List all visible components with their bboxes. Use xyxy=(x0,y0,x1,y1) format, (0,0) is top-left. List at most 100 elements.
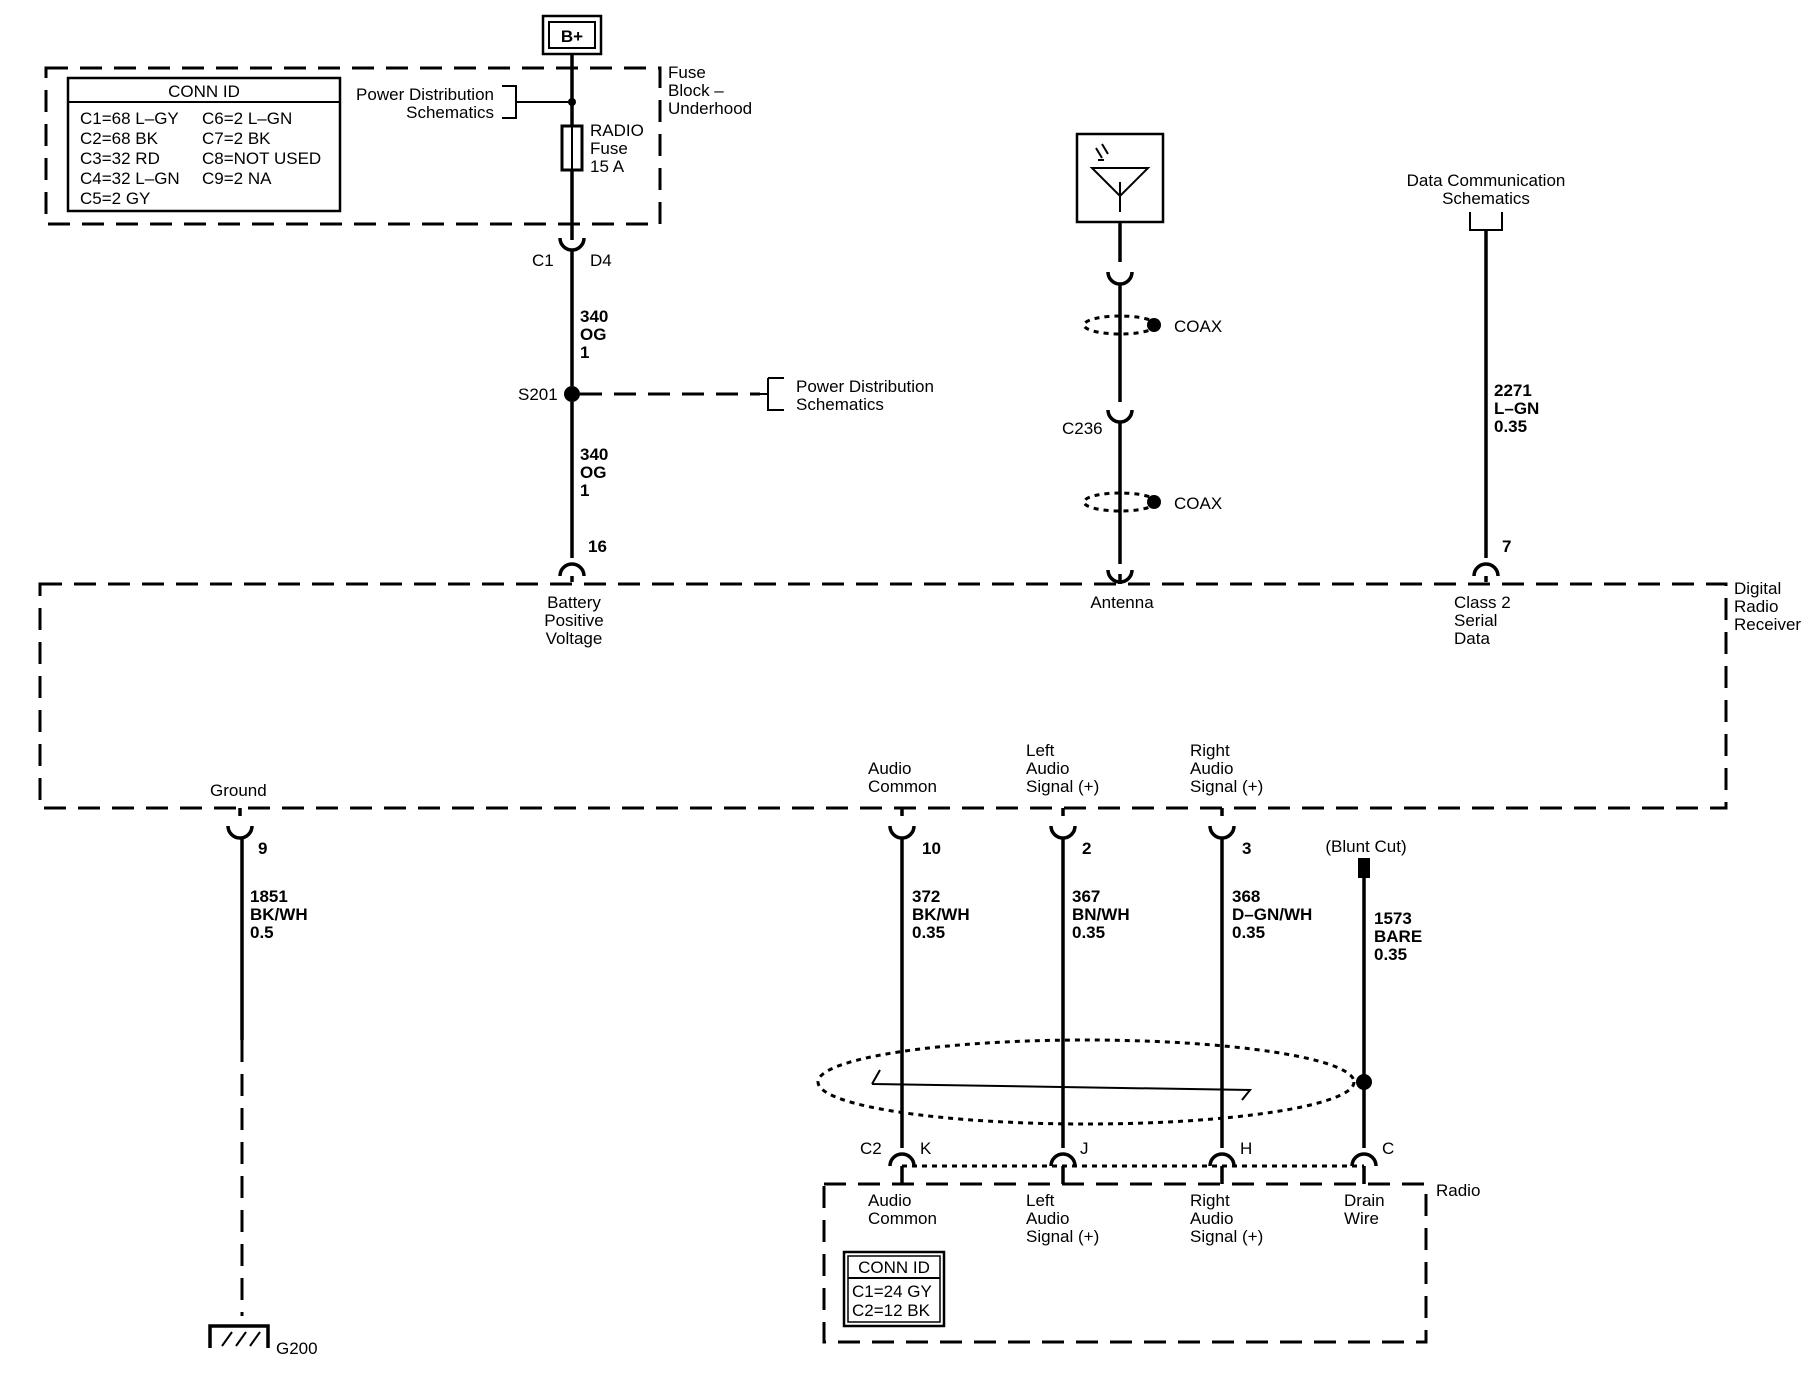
connector-c1-label: C1 xyxy=(532,251,554,270)
pin-7-label: 7 xyxy=(1502,537,1511,556)
pin-2-label: 2 xyxy=(1082,839,1091,858)
coax-shield-dot-upper xyxy=(1147,318,1161,332)
fuse-block-name-1: Fuse xyxy=(668,63,706,82)
wire-372-size: 0.35 xyxy=(912,923,945,942)
wire-372-color: BK/WH xyxy=(912,905,970,924)
audio-shield xyxy=(816,1038,1356,1126)
pin-16-label: 16 xyxy=(588,537,607,556)
battery-label: B+ xyxy=(561,27,583,46)
radio-conn-id-row: C1=24 GY xyxy=(852,1282,932,1301)
wire-2271-color: L–GN xyxy=(1494,399,1539,418)
conn-id-cell: C9=2 NA xyxy=(202,169,272,188)
wire-367-color: BN/WH xyxy=(1072,905,1130,924)
radio-drain-2: Wire xyxy=(1344,1209,1379,1228)
pin-3-connector xyxy=(1208,825,1236,840)
wire-372-circuit: 372 xyxy=(912,887,940,906)
radio-pin-c-connector xyxy=(1350,1152,1378,1167)
radio-conn-id-title: CONN ID xyxy=(858,1258,930,1277)
coax-upper-label: COAX xyxy=(1174,317,1222,336)
wire-1573-size: 0.35 xyxy=(1374,945,1407,964)
fuse-block-name-2: Block – xyxy=(668,81,724,100)
wire-1851-size: 0.5 xyxy=(250,923,274,942)
conn-id-cell: C5=2 GY xyxy=(80,189,150,208)
blunt-cut-label: (Blunt Cut) xyxy=(1325,837,1406,856)
fuse-block-conn-id-table: CONN ID C1=68 L–GY C6=2 L–GN C2=68 BK C7… xyxy=(66,76,342,213)
wire-368-circuit: 368 xyxy=(1232,887,1260,906)
conn-id-cell: C6=2 L–GN xyxy=(202,109,292,128)
receiver-battery-label-3: Voltage xyxy=(546,629,603,648)
radio-pin-j-connector xyxy=(1049,1152,1077,1167)
pin-7-connector xyxy=(1472,562,1500,577)
radio-drain-1: Drain xyxy=(1344,1191,1385,1210)
receiver-outline xyxy=(38,582,1728,810)
receiver-left-audio-1: Left xyxy=(1026,741,1055,760)
receiver-audio-common-2: Common xyxy=(868,777,937,796)
conn-id-cell: C3=32 RD xyxy=(80,149,160,168)
receiver-data-label-3: Data xyxy=(1454,629,1490,648)
radio-outline xyxy=(822,1182,1428,1344)
receiver-name-1: Digital xyxy=(1734,579,1781,598)
wire-2271-size: 0.35 xyxy=(1494,417,1527,436)
radio-left-audio-2: Audio xyxy=(1026,1209,1069,1228)
radio-pin-j-label: J xyxy=(1080,1139,1089,1158)
pin-9-label: 9 xyxy=(258,839,267,858)
ground-g200-label: G200 xyxy=(276,1339,318,1358)
antenna-symbol xyxy=(1075,132,1165,224)
receiver-right-audio-1: Right xyxy=(1190,741,1230,760)
radio-left-audio-3: Signal (+) xyxy=(1026,1227,1099,1246)
radio-audio-common-1: Audio xyxy=(868,1191,911,1210)
wire-1573-circuit: 1573 xyxy=(1374,909,1412,928)
radio-conn-id-table: CONN ID C1=24 GY C2=12 BK xyxy=(842,1250,946,1328)
receiver-left-audio-2: Audio xyxy=(1026,759,1069,778)
wire-340b-size: 1 xyxy=(580,481,589,500)
radio-name: Radio xyxy=(1436,1181,1480,1200)
radio-conn-id-row: C2=12 BK xyxy=(852,1301,931,1320)
coax-shield-dot-lower xyxy=(1147,495,1161,509)
conn-id-cell: C4=32 L–GN xyxy=(80,169,180,188)
receiver-antenna-label: Antenna xyxy=(1090,593,1154,612)
fuse-power-ref-1: Power Distribution xyxy=(356,85,494,104)
radio-pin-h-label: H xyxy=(1240,1139,1252,1158)
ground-g200-icon xyxy=(208,1324,270,1348)
splice-s201-label: S201 xyxy=(518,385,558,404)
wire-2271-circuit: 2271 xyxy=(1494,381,1532,400)
conn-id-cell: C1=68 L–GY xyxy=(80,109,179,128)
wire-340b-color: OG xyxy=(580,463,606,482)
radio-connector-c2-label: C2 xyxy=(860,1139,882,1158)
data-ref-1: Data Communication xyxy=(1407,171,1566,190)
radio-left-audio-1: Left xyxy=(1026,1191,1055,1210)
receiver-left-audio-3: Signal (+) xyxy=(1026,777,1099,796)
wire-367-circuit: 367 xyxy=(1072,887,1100,906)
splice-ref-2: Schematics xyxy=(796,395,884,414)
fuse-block-name-3: Underhood xyxy=(668,99,752,118)
fuse-power-ref-2: Schematics xyxy=(406,103,494,122)
pin-3-label: 3 xyxy=(1242,839,1251,858)
radio-right-audio-1: Right xyxy=(1190,1191,1230,1210)
antenna-connector xyxy=(1106,271,1134,286)
radio-pin-c-label: C xyxy=(1382,1139,1394,1158)
receiver-audio-common-1: Audio xyxy=(868,759,911,778)
splice-ref-1: Power Distribution xyxy=(796,377,934,396)
wire-1851-circuit: 1851 xyxy=(250,887,288,906)
fuse-power-ref-bracket xyxy=(502,85,572,119)
coax-lower-label: COAX xyxy=(1174,494,1222,513)
connector-c236-label: C236 xyxy=(1062,419,1103,438)
fuse-block-outline xyxy=(44,66,662,226)
wire-368-color: D–GN/WH xyxy=(1232,905,1312,924)
conn-id-cell: C2=68 BK xyxy=(80,129,159,148)
wire-1573-color: BARE xyxy=(1374,927,1422,946)
fuse-label-1: RADIO xyxy=(590,121,644,140)
conn-id-cell: C8=NOT USED xyxy=(202,149,321,168)
receiver-data-label-1: Class 2 xyxy=(1454,593,1511,612)
wire-1851-color: BK/WH xyxy=(250,905,308,924)
pin-9-connector xyxy=(226,825,254,840)
receiver-right-audio-2: Audio xyxy=(1190,759,1233,778)
twisted-pair-marker xyxy=(871,1069,1253,1101)
receiver-battery-label-1: Battery xyxy=(547,593,601,612)
radio-pin-k-connector xyxy=(888,1152,916,1167)
conn-id-cell: C7=2 BK xyxy=(202,129,271,148)
radio-pin-k-label: K xyxy=(920,1139,932,1158)
blunt-cut-end xyxy=(1358,858,1370,878)
pin-2-connector xyxy=(1049,825,1077,840)
